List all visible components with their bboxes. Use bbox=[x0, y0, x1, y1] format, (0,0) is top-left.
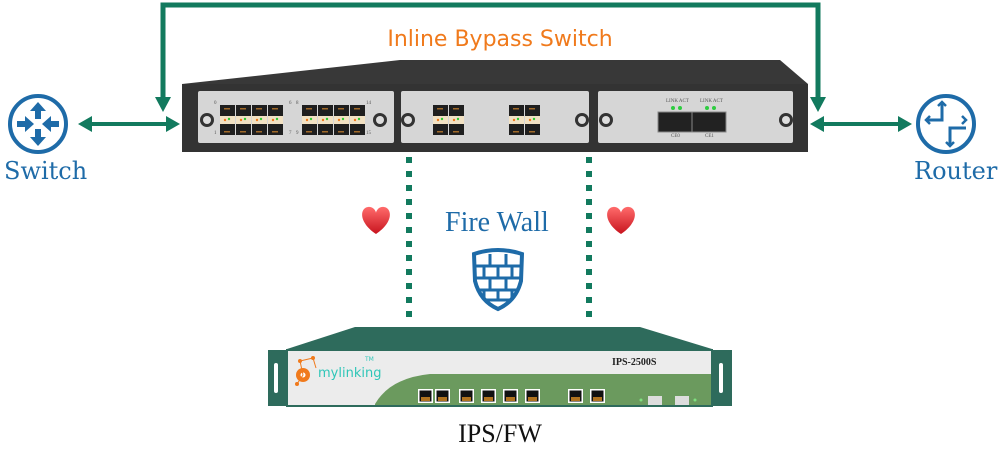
sfp-port bbox=[268, 105, 283, 135]
mylinking-logo-icon bbox=[295, 356, 317, 386]
port-label: 1 bbox=[214, 131, 217, 136]
sfp-port bbox=[220, 105, 235, 135]
device-model-label: IPS-2500S bbox=[612, 357, 657, 368]
bypass-switch-title: Inline Bypass Switch bbox=[387, 27, 613, 52]
ethernet-port bbox=[568, 389, 583, 403]
ethernet-port bbox=[418, 389, 433, 403]
sfp-port bbox=[236, 105, 251, 135]
led-label: LINK ACT bbox=[666, 99, 689, 104]
port-label: 8 bbox=[296, 101, 299, 106]
sfp-port bbox=[252, 105, 267, 135]
port-label: 14 bbox=[366, 101, 371, 106]
ethernet-port-group bbox=[418, 389, 605, 403]
firewall-label: Fire Wall bbox=[445, 207, 549, 238]
led-label: LINK ACT bbox=[700, 99, 723, 104]
sfp-port bbox=[334, 105, 349, 135]
heart-icon-right bbox=[607, 206, 635, 234]
sfp-port-group bbox=[220, 105, 540, 135]
switch-link-arrow bbox=[78, 116, 180, 132]
router-icon bbox=[916, 94, 976, 154]
sfp-port bbox=[449, 105, 464, 135]
switch-icon bbox=[8, 94, 68, 154]
brand-name: mylinking bbox=[318, 366, 382, 381]
port-label: CE1 bbox=[705, 134, 714, 139]
port-label: 7 bbox=[289, 131, 292, 136]
ips-fw-device bbox=[268, 327, 732, 407]
router-label: Router bbox=[914, 157, 998, 185]
heart-icon-left bbox=[362, 206, 390, 234]
switch-label: Switch bbox=[4, 157, 88, 185]
sfp-port bbox=[525, 105, 540, 135]
port-label: 6 bbox=[289, 101, 292, 106]
ethernet-port bbox=[459, 389, 474, 403]
ethernet-port bbox=[503, 389, 518, 403]
ips-fw-label: IPS/FW bbox=[458, 419, 542, 448]
router-link-arrow bbox=[810, 116, 912, 132]
bypass-loop-line bbox=[155, 2, 826, 112]
sfp-port bbox=[433, 105, 448, 135]
bypass-module-2 bbox=[401, 91, 589, 143]
firewall-shield-icon bbox=[471, 248, 525, 312]
sfp-port bbox=[318, 105, 333, 135]
sfp-port bbox=[302, 105, 317, 135]
sfp-port bbox=[350, 105, 365, 135]
trademark-mark: TM bbox=[365, 356, 374, 363]
ethernet-port bbox=[525, 389, 540, 403]
ethernet-port bbox=[590, 389, 605, 403]
port-label: 0 bbox=[214, 101, 217, 106]
inline-bypass-switch-device bbox=[182, 60, 808, 152]
port-label: CE0 bbox=[671, 134, 680, 139]
ethernet-port bbox=[481, 389, 496, 403]
port-label: 9 bbox=[296, 131, 299, 136]
ethernet-port bbox=[435, 389, 450, 403]
bypass-module-3 bbox=[598, 91, 793, 143]
sfp-port bbox=[509, 105, 524, 135]
port-label: 15 bbox=[366, 131, 371, 136]
